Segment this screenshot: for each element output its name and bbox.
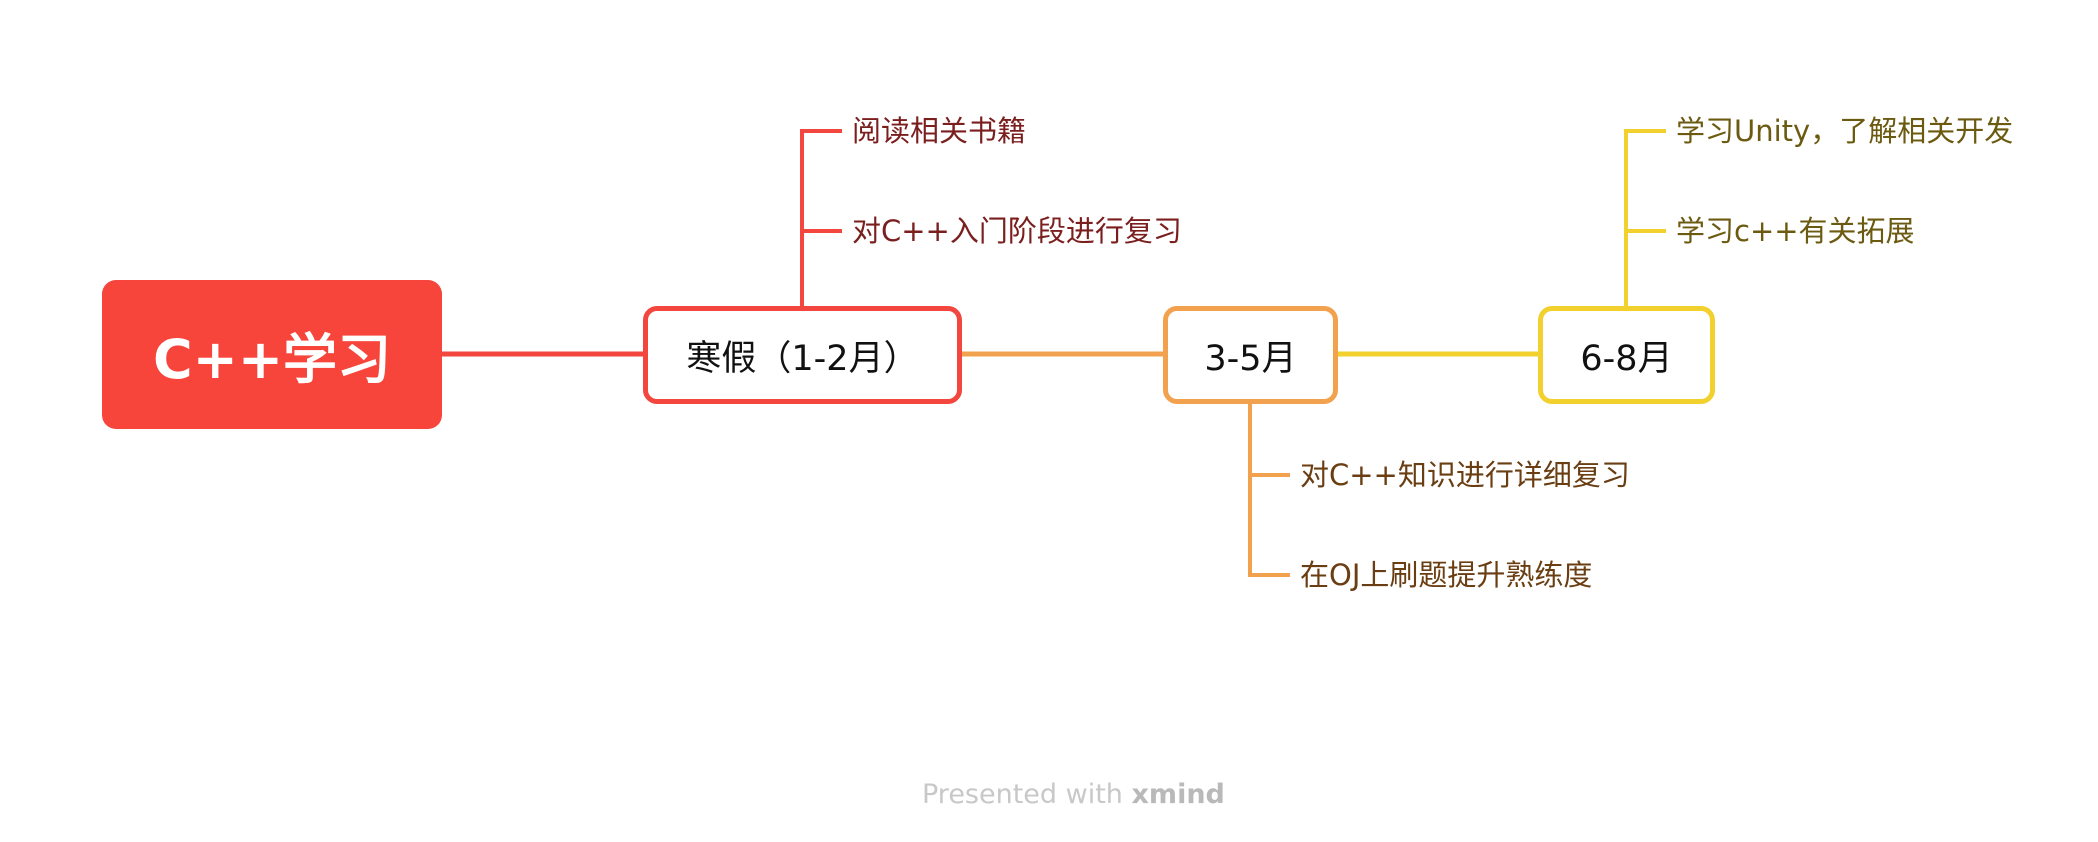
xmind-watermark: Presented with xmind bbox=[922, 779, 1225, 810]
topic-mar-may[interactable]: 3-5月 bbox=[1163, 306, 1338, 404]
subtopic-read-books[interactable]: 阅读相关书籍 bbox=[852, 114, 1027, 148]
root-topic-label: C++学习 bbox=[152, 328, 392, 391]
root-topic[interactable]: C++学习 bbox=[102, 280, 442, 429]
topic-mar-may-label: 3-5月 bbox=[1204, 338, 1297, 379]
watermark-prefix: Presented with bbox=[922, 779, 1123, 810]
watermark-brand: xmind bbox=[1131, 779, 1225, 810]
subtopic-learn-unity[interactable]: 学习Unity，了解相关开发 bbox=[1676, 114, 2014, 148]
subtopic-detailed-review[interactable]: 对C++知识进行详细复习 bbox=[1300, 458, 1630, 492]
subtopic-oj-practice[interactable]: 在OJ上刷题提升熟练度 bbox=[1300, 558, 1593, 592]
subtopic-cpp-extensions[interactable]: 学习c++有关拓展 bbox=[1676, 214, 1915, 248]
topic-jun-aug-label: 6-8月 bbox=[1580, 338, 1673, 379]
topic-jun-aug[interactable]: 6-8月 bbox=[1538, 306, 1715, 404]
topic-winter-break-label: 寒假（1-2月） bbox=[686, 338, 919, 379]
topic-winter-break[interactable]: 寒假（1-2月） bbox=[643, 306, 962, 404]
subtopic-review-basics[interactable]: 对C++入门阶段进行复习 bbox=[852, 214, 1182, 248]
